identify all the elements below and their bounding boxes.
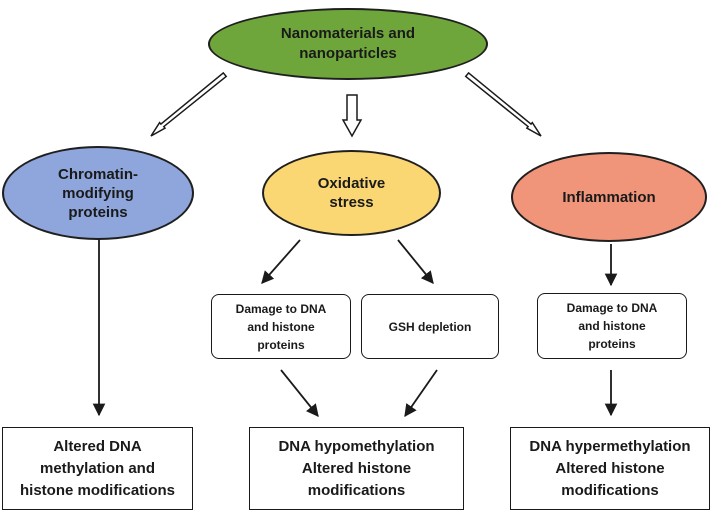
arrow-oxidative-to-gsh: [397, 239, 434, 284]
chromatin-modifying-node: Chromatin- modifying proteins: [2, 146, 194, 240]
outcome-box-left: Altered DNA methylation and histone modi…: [2, 427, 193, 510]
arrow-oxidative-to-damage: [261, 239, 301, 284]
chromatin-modifying-label: Chromatin- modifying proteins: [58, 165, 138, 221]
nanomaterials-node: Nanomaterials and nanoparticles: [208, 8, 488, 80]
hollow-arrow-right: [464, 71, 542, 137]
outcome-label-middle: DNA hypomethylation Altered histone modi…: [278, 437, 435, 499]
oxidative-stress-label: Oxidative stress: [317, 175, 386, 211]
outcome-box-middle: DNA hypomethylation Altered histone modi…: [249, 427, 464, 510]
outcome-box-right: DNA hypermethylation Altered histone mod…: [510, 427, 710, 510]
nanomaterials-label: Nanomaterials and nanoparticles: [280, 25, 416, 62]
damage-dna-box-left: Damage to DNA and histone proteins: [211, 294, 351, 359]
outcome-label-left: Altered DNA methylation and histone modi…: [19, 437, 175, 499]
hollow-arrow-middle: [341, 94, 363, 138]
gsh-depletion-box: GSH depletion: [361, 294, 499, 359]
damage-dna-box-right: Damage to DNA and histone proteins: [537, 293, 687, 359]
oxidative-stress-node: Oxidative stress: [262, 150, 441, 236]
outcome-label-right: DNA hypermethylation Altered histone mod…: [529, 437, 691, 499]
hollow-arrow-left: [150, 71, 228, 137]
arrow-damage-to-outcome: [280, 369, 319, 417]
inflammation-label: Inflammation: [562, 188, 656, 206]
damage-dna-label-right: Damage to DNA and histone proteins: [566, 301, 658, 351]
inflammation-node: Inflammation: [511, 152, 707, 242]
gsh-depletion-label: GSH depletion: [388, 319, 472, 334]
arrow-gsh-to-outcome: [404, 369, 438, 418]
damage-dna-label-left: Damage to DNA and histone proteins: [235, 301, 327, 352]
